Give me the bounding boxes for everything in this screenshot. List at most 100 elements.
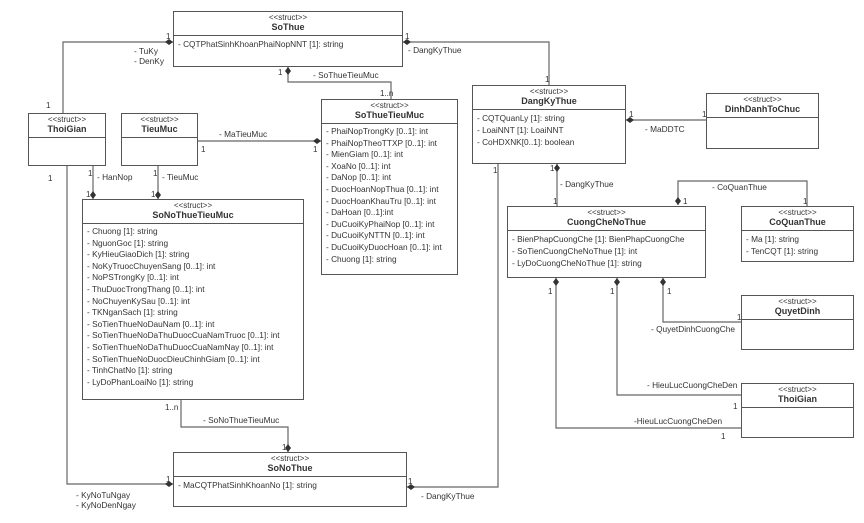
attribute: - DuCuoiKyDuocHoan [0..1]: int — [326, 241, 442, 252]
stereotype: <<struct>> — [270, 454, 310, 463]
class-name: ThoiGian — [778, 394, 817, 404]
mult: 1 — [282, 443, 287, 452]
mult: 1 — [733, 402, 738, 411]
diamond-cuongche-b1 — [553, 278, 559, 286]
role-kynodenngay: - KyNoDenNgay — [76, 500, 136, 510]
diamond-sothue-right — [403, 39, 411, 45]
attribute: - NguonGoc [1]: string — [87, 237, 169, 248]
class-tieumuc[interactable]: <<struct>>TieuMuc — [121, 113, 198, 166]
mult: 1 — [88, 169, 93, 178]
class-name: CuongCheNoThue — [567, 217, 646, 227]
diamond-sothuetieumuc-left — [313, 138, 321, 144]
attribute-list: - PhaiNopTrongKy [0..1]: int - PhaiNopTh… — [322, 124, 457, 267]
role-sonothuetieumuc: - SoNoThueTieuMuc — [203, 415, 280, 425]
assoc-sonothue-dangkythue — [407, 164, 499, 488]
assoc-kyno — [66, 166, 173, 485]
class-sonothuetieumuc[interactable]: <<struct>>SoNoThueTieuMuc - Chuong [1]: … — [82, 199, 304, 400]
attribute: - CQTPhatSinhKhoanPhaiNopNNT [1]: string — [178, 39, 344, 49]
diamond-sothue-left — [165, 39, 173, 45]
mult: 1 — [408, 477, 413, 486]
role-dangkythue-mid: - DangKyThue — [560, 179, 614, 189]
diamond-dangkythue-bottom — [554, 164, 560, 172]
attribute: - PhaiNopTheoTTXP [0..1]: int — [326, 137, 437, 148]
diamond-sonothue-left — [165, 481, 173, 487]
mult: 1 — [86, 190, 91, 199]
diamond-cuongche-b2 — [614, 278, 620, 286]
mult: 1..n — [380, 89, 394, 98]
attribute: - MienGiam [0..1]: int — [326, 149, 404, 160]
attribute: - NoPSTrongKy [0..1]: int — [87, 272, 179, 283]
mult: 1 — [803, 197, 808, 206]
stereotype: <<struct>> — [587, 208, 626, 217]
mult: 1 — [201, 145, 206, 154]
role-tuky: - TuKy — [134, 46, 158, 56]
class-name: DinhDanhToChuc — [724, 104, 801, 114]
attribute: - DuocHoanNopThua [0..1]: int — [326, 183, 439, 194]
attribute: - NoKyTruocChuyenSang [0..1]: int — [87, 260, 216, 271]
stereotype: <<struct>> — [778, 385, 817, 394]
attribute-list: - CQTPhatSinhKhoanPhaiNopNNT [1]: string — [174, 36, 402, 52]
attribute: - Chuong [1]: string — [87, 226, 158, 236]
class-thoigian[interactable]: <<struct>>ThoiGian — [28, 113, 106, 166]
attribute: - TinhChatNo [1]: string — [87, 365, 173, 376]
class-name: SoNoThueTieuMuc — [152, 210, 234, 220]
role-quyetdinhcuongche: - QuyetDinhCuongChe — [651, 324, 735, 334]
role-dangkythue-top: - DangKyThue — [408, 45, 462, 55]
class-cuongchenothue[interactable]: <<struct>>CuongCheNoThue - BienPhapCuong… — [507, 206, 706, 278]
mult: 1 — [545, 75, 550, 84]
class-sothue[interactable]: <<struct>>SoThue - CQTPhatSinhKhoanPhaiN… — [173, 11, 403, 67]
class-dinhdanhtochuc[interactable]: <<struct>>DinhDanhToChuc — [706, 93, 819, 149]
stereotype: <<struct>> — [47, 115, 87, 124]
attribute: - XoaNo [0..1]: int — [326, 160, 391, 171]
attribute: - SoTienThueNoDauNam [0..1]: int — [87, 318, 215, 329]
attribute: - SoTienCuongCheNoThue [1]: int — [512, 246, 638, 256]
diamond-dangkythue-right — [626, 117, 634, 123]
class-sothuetieumuc[interactable]: <<struct>>SoThueTieuMuc - PhaiNopTrongKy… — [321, 99, 458, 275]
class-name: SoNoThue — [267, 463, 313, 473]
attribute: - CoHDXNK[0..1]: boolean — [477, 137, 575, 147]
attribute: - DaHoan [0..1]:int — [326, 207, 394, 218]
attribute: - Ma [1]: string — [746, 234, 800, 244]
attribute: - PhaiNopTrongKy [0..1]: int — [326, 126, 429, 136]
attribute-list: - BienPhapCuongChe [1]: BienPhapCuongChe… — [508, 231, 705, 271]
assoc-sonothuetieumuc-sonothue — [180, 400, 289, 452]
class-name: DangKyThue — [521, 96, 577, 106]
attribute: - ThuDuocTrongThang [0..1]: int — [87, 283, 205, 294]
mult: 1 — [493, 166, 498, 175]
attribute: - DuCuoiKyPhaiNop [0..1]: int — [326, 218, 435, 229]
class-name: SoThueTieuMuc — [354, 110, 425, 120]
diamond-sonothue-top — [285, 444, 291, 452]
attribute: - DuocHoanKhauTru [0..1]: int — [326, 195, 436, 206]
mult: 1 — [721, 432, 726, 441]
mult: 1 — [405, 32, 410, 41]
class-quyetdinh[interactable]: <<struct>>QuyetDinh — [741, 295, 854, 350]
mult: 1 — [629, 110, 634, 119]
stereotype: <<struct>> — [173, 201, 213, 210]
attribute: - Chuong [1]: string — [326, 253, 397, 264]
class-name: QuyetDinh — [774, 306, 821, 316]
attribute: - LyDoPhanLoaiNo [1]: string — [87, 376, 194, 387]
class-thoigian-2[interactable]: <<struct>>ThoiGian — [741, 383, 854, 438]
mult: 1 — [548, 287, 553, 296]
mult: 1 — [166, 32, 171, 41]
attribute: - CQTQuanLy [1]: string — [477, 113, 565, 123]
mult: 1 — [667, 287, 672, 296]
attribute: - DaNop [0..1]: int — [326, 172, 392, 183]
class-dangkythue[interactable]: <<struct>>DangKyThue - CQTQuanLy [1]: st… — [472, 85, 626, 164]
assoc-sothue-dangkythue — [403, 41, 550, 85]
role-tieumuc: - TieuMuc — [162, 172, 199, 182]
attribute-list: - Ma [1]: string - TenCQT [1]: string — [742, 231, 853, 259]
assoc-hieuluc1 — [616, 278, 741, 396]
attribute: - LoaiNNT [1]: LoaiNNT — [477, 125, 564, 135]
diamond-sothue-bottom — [285, 67, 291, 75]
role-hieuluc-1: - HieuLucCuongCheDen — [647, 380, 738, 390]
attribute: - MaCQTPhatSinhKhoanNo [1]: string — [178, 480, 317, 490]
class-coquanthue[interactable]: <<struct>>CoQuanThue - Ma [1]: string - … — [741, 206, 854, 262]
attribute: - TenCQT [1]: string — [746, 246, 819, 256]
stereotype: <<struct>> — [370, 101, 409, 110]
diamond-sonothue-right — [407, 484, 415, 490]
class-sonothue[interactable]: <<struct>>SoNoThue - MaCQTPhatSinhKhoanN… — [173, 452, 407, 507]
role-sothuetieumuc: - SoThueTieuMuc — [313, 70, 379, 80]
mult: 1 — [737, 313, 742, 322]
